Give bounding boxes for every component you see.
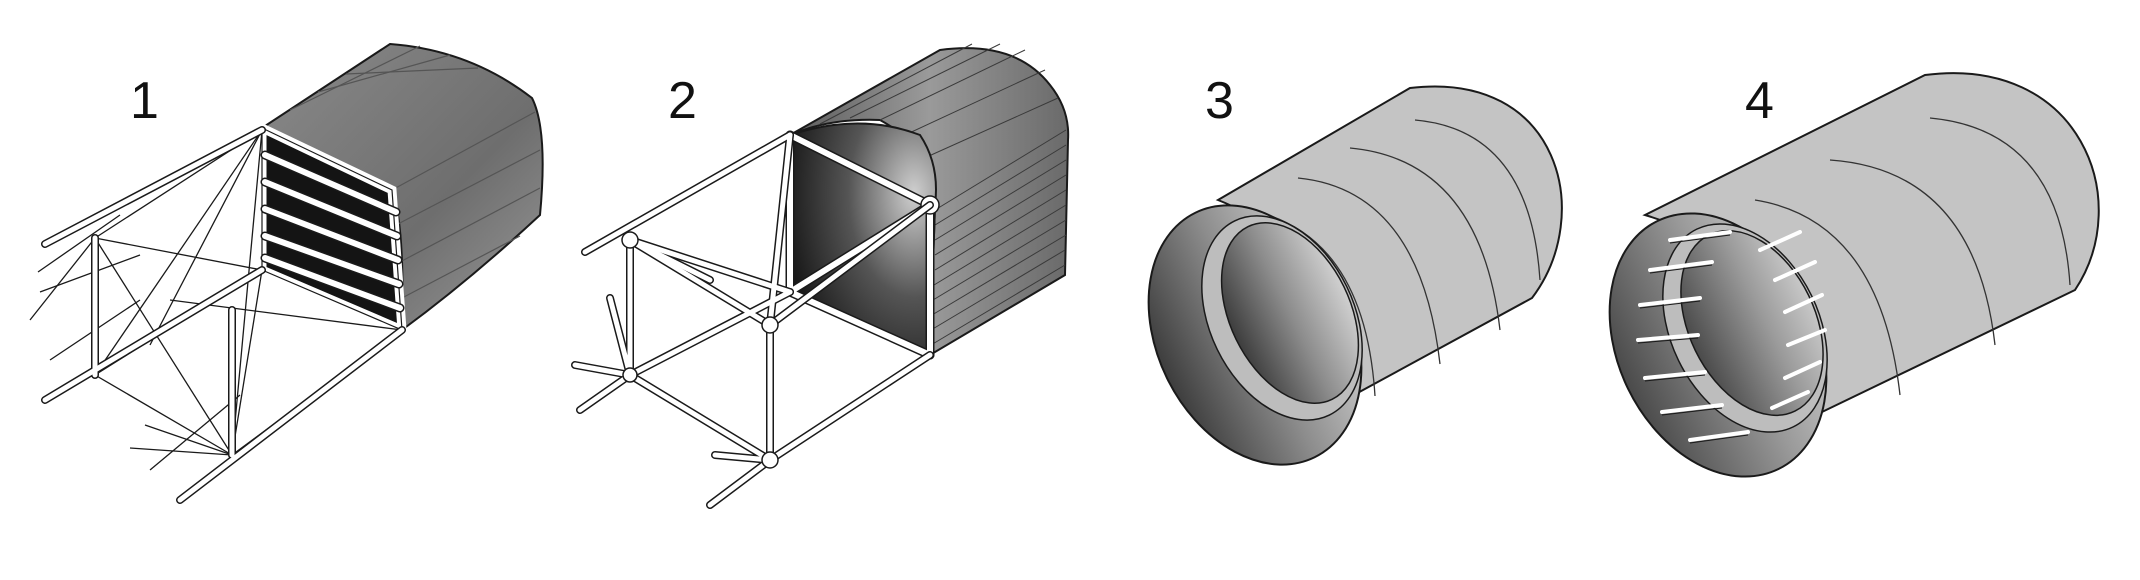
- panel-2-bulkhead: [785, 122, 940, 360]
- panel-4: 4: [1608, 72, 2100, 478]
- panel-1-truss: [29, 126, 406, 504]
- panel-4-stringers: [1636, 230, 1827, 442]
- panel-1: 1: [29, 42, 544, 504]
- panel-2-number: 2: [668, 72, 697, 130]
- panel-3: 3: [1147, 72, 1563, 466]
- panel-1-skin: [259, 42, 544, 333]
- panel-3-number: 3: [1205, 72, 1234, 130]
- panel-2-truss: [571, 131, 934, 509]
- panel-4-opening: [1608, 212, 1828, 478]
- panel-4-number: 4: [1745, 72, 1774, 130]
- panel-3-opening: [1147, 204, 1363, 466]
- panel-1-number: 1: [130, 72, 159, 130]
- panel-2: 2: [571, 43, 1070, 509]
- panel-2-corrugated-skin: [789, 43, 1070, 357]
